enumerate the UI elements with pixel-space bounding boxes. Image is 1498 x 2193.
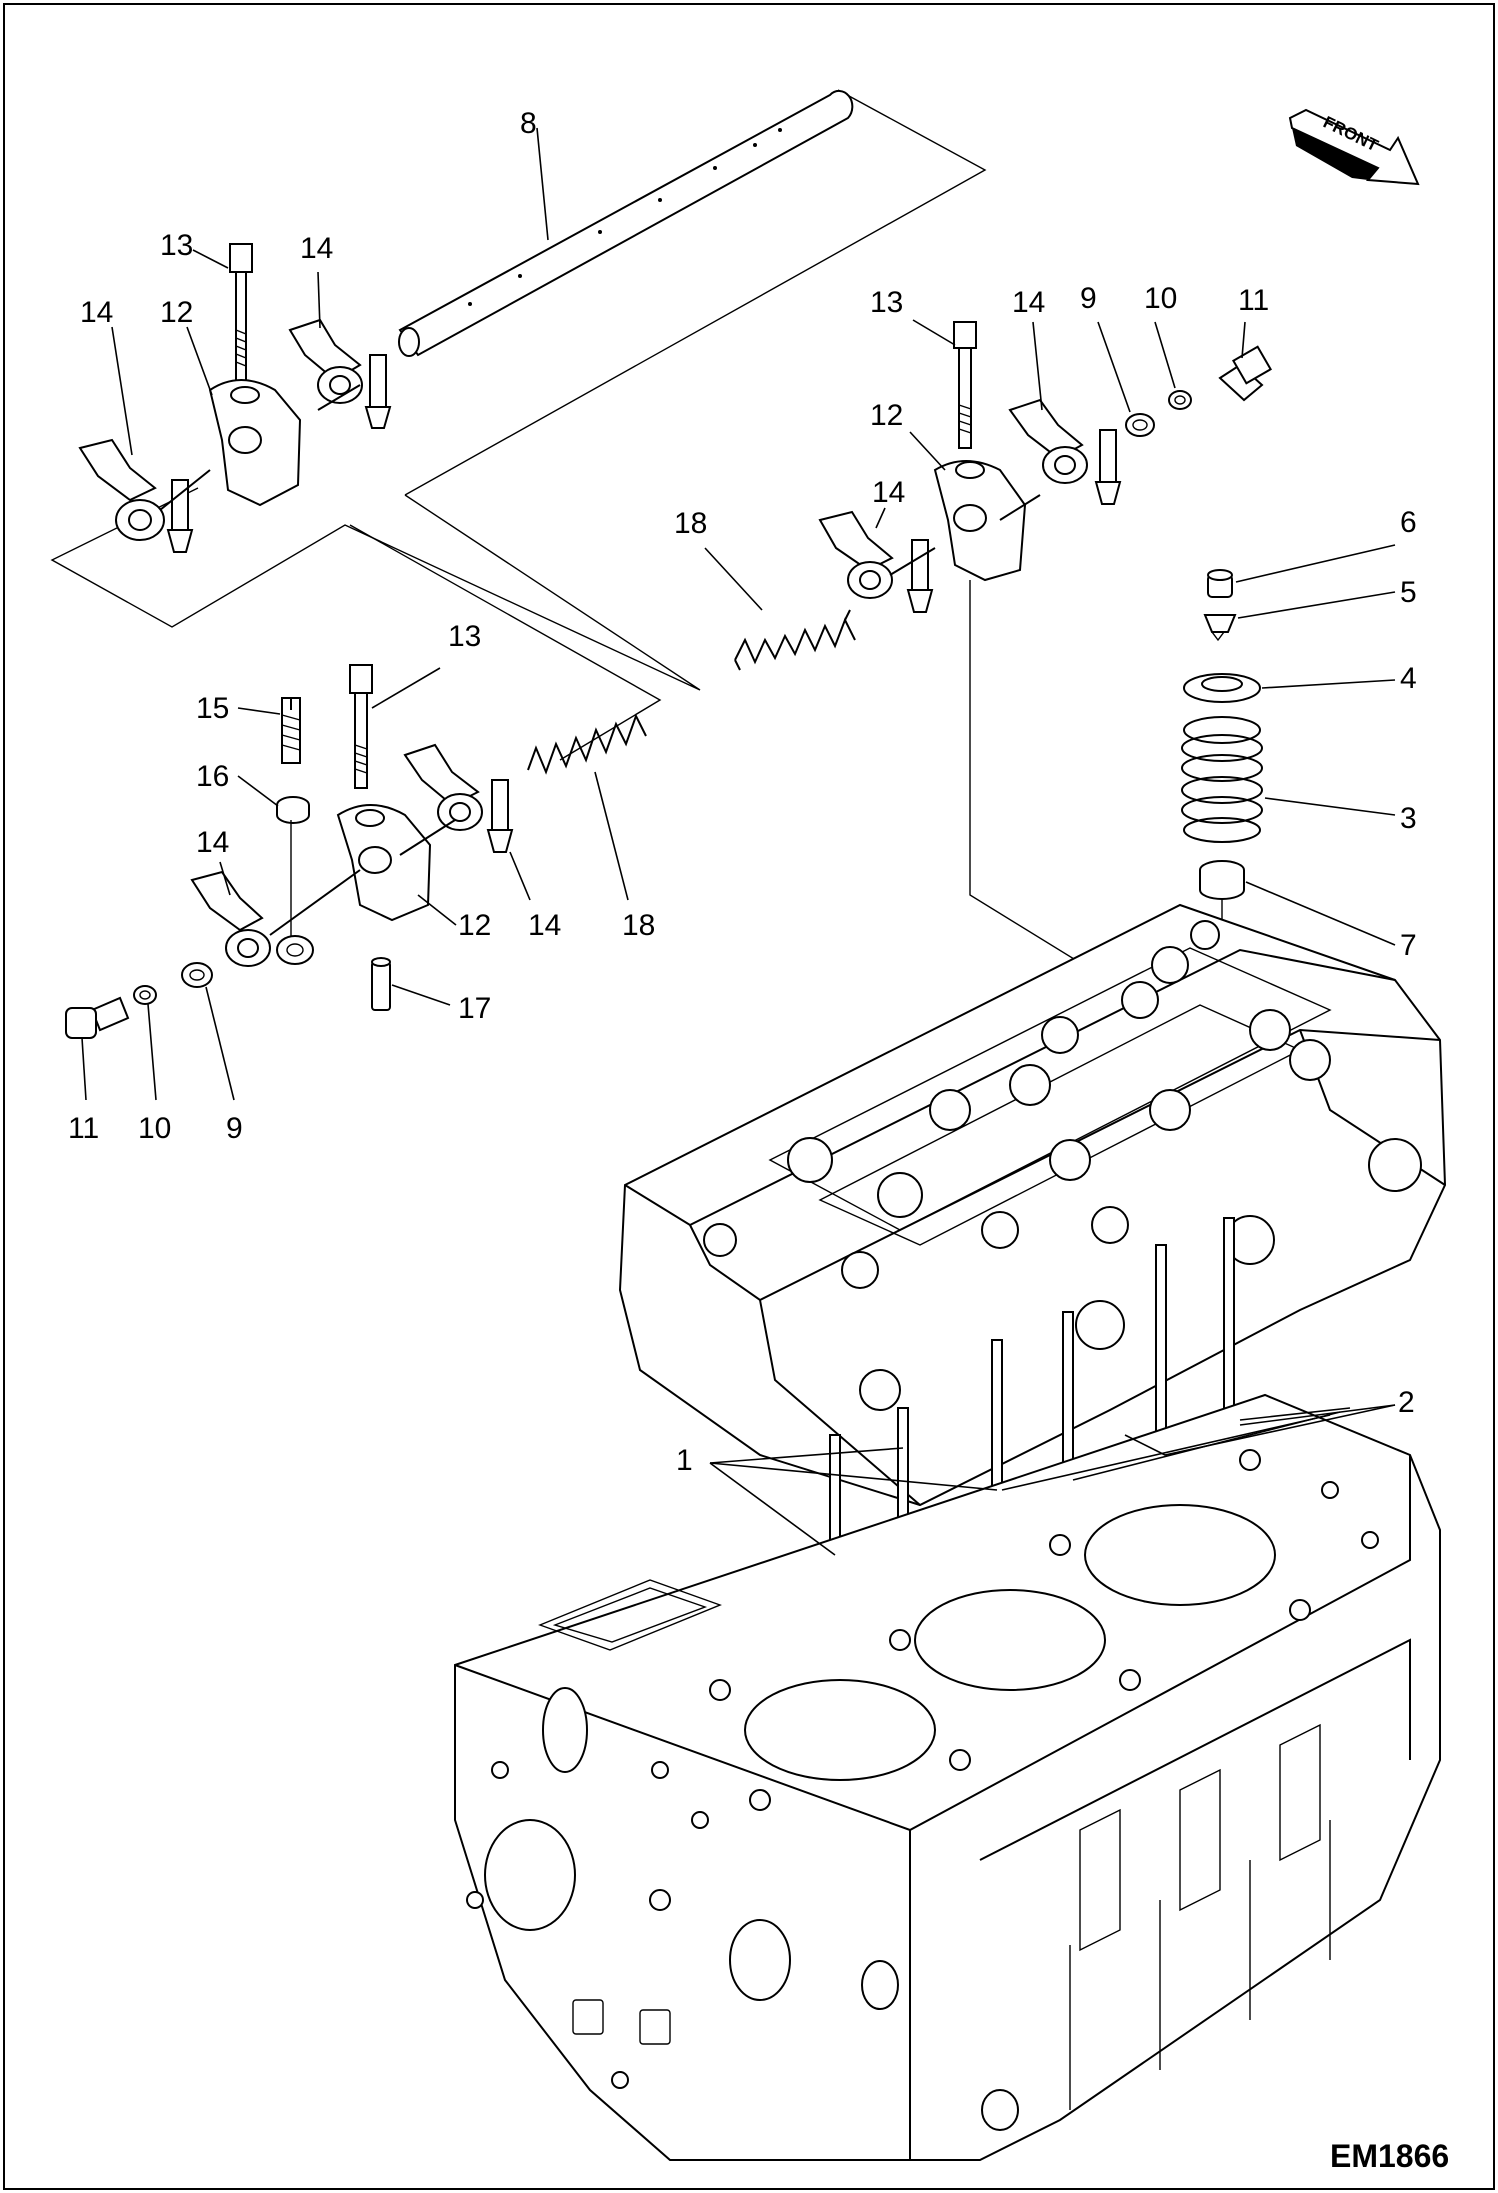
rocker-spring [734,609,856,671]
callout-10: 10 [138,1112,171,1145]
leader-lines [81,127,1396,1556]
valve-stem-seal [1199,860,1245,900]
callout-5: 5 [1400,576,1417,609]
rocker-arm [78,438,194,553]
callout-13: 13 [870,286,903,319]
callout-13: 13 [160,229,193,262]
callout-9: 9 [226,1112,243,1145]
bolt [229,243,253,383]
callout-6: 6 [1400,506,1417,539]
callout-14: 14 [80,296,113,329]
rocker-arm [190,870,314,967]
washer [1125,413,1155,437]
callout-8: 8 [520,107,537,140]
engine-block [454,1393,1441,2161]
spring-retainer [1183,673,1261,703]
callout-11: 11 [68,1112,99,1145]
rocker-bracket [336,804,432,922]
lock-washer [1168,390,1192,410]
callout-11: 11 [1238,284,1269,317]
callout-14: 14 [196,826,229,859]
callout-14: 14 [1012,286,1045,319]
callout-1: 1 [676,1444,693,1477]
rocker-arm [403,743,514,853]
callout-2: 2 [1398,1386,1415,1419]
rocker-arm [818,510,934,613]
callout-15: 15 [196,692,229,725]
callout-18: 18 [674,507,707,540]
washer [181,962,213,988]
rocker-arm [288,318,392,429]
front-arrow-icon: FRONT [1288,108,1420,186]
rocker-spring [527,713,647,775]
callout-14: 14 [300,232,333,265]
callout-14: 14 [872,476,905,509]
callout-17: 17 [458,992,491,1025]
bolt [349,664,373,789]
cylinder-head [618,903,1447,1507]
dowel-pin [371,957,391,1011]
valve-spring [1181,716,1263,843]
bolt [953,321,977,449]
callout-13: 13 [448,620,481,653]
valve-cap [1207,569,1233,598]
adjusting-screw [281,697,301,764]
callout-12: 12 [458,909,491,942]
rocker-bracket [208,379,302,507]
rocker-bracket [933,460,1027,582]
callout-16: 16 [196,760,229,793]
callout-14: 14 [528,909,561,942]
plug [1218,345,1272,402]
lock-nut [276,796,310,824]
rocker-shaft [398,90,854,357]
callout-10: 10 [1144,282,1177,315]
callout-7: 7 [1400,929,1417,962]
callout-12: 12 [160,296,193,329]
rocker-assembly-left [65,524,662,1039]
lock-washer [133,985,157,1005]
diagram-frame [3,3,1495,2190]
valve-collet [1203,614,1237,642]
rocker-arm [1008,398,1122,505]
callout-9: 9 [1080,282,1097,315]
plug [65,996,130,1039]
callout-18: 18 [622,909,655,942]
callout-3: 3 [1400,802,1417,835]
rocker-assembly-upper [50,89,987,691]
drawing-code: EM1866 [1330,2138,1449,2174]
callout-4: 4 [1400,662,1417,695]
callout-12: 12 [870,399,903,432]
callout-labels: 8 13 14 14 12 13 14 9 10 11 12 14 18 6 5… [68,107,1417,1477]
